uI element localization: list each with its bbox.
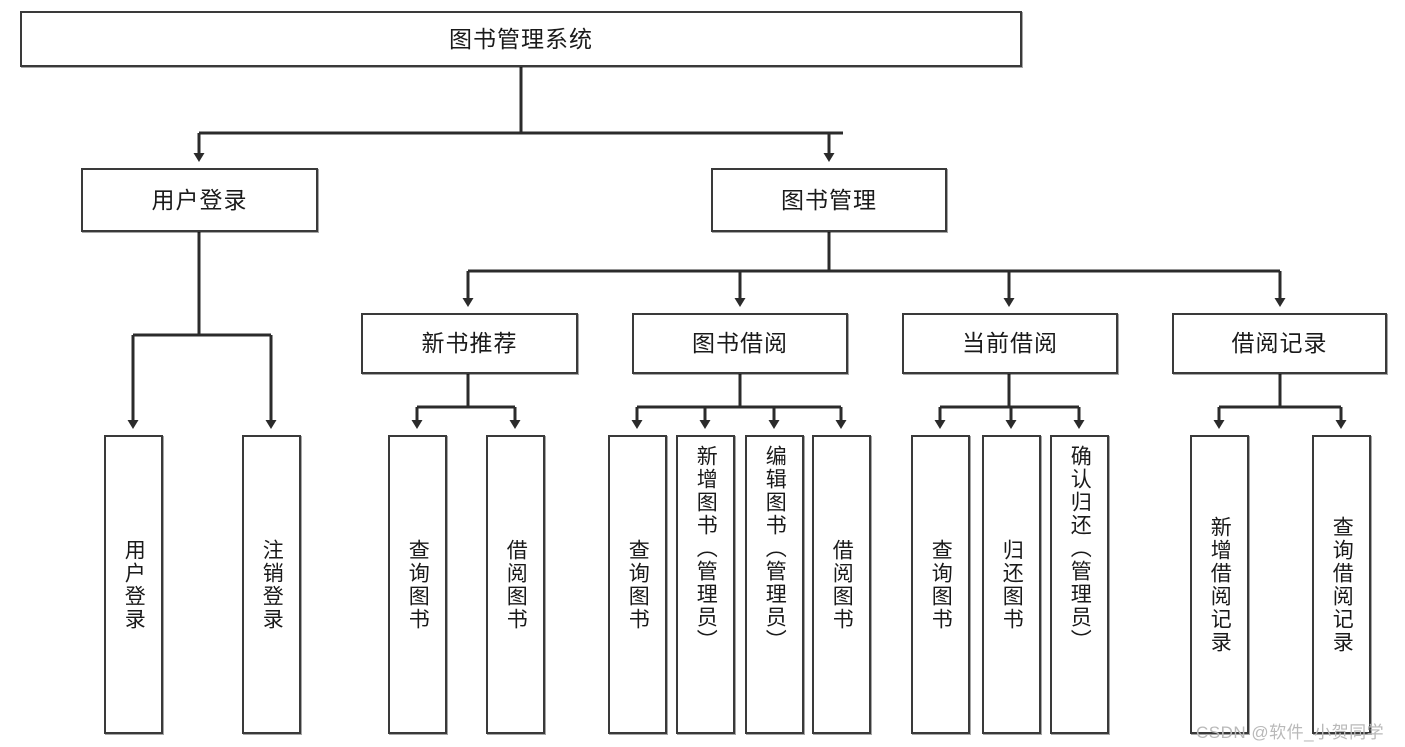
node-leaf-query-book-recommend[interactable]: 查询图书 (388, 435, 447, 734)
node-leaf-add-borrow-record-label: 新增借阅记录 (1208, 515, 1232, 654)
node-leaf-user-login[interactable]: 用户登录 (104, 435, 163, 734)
node-leaf-query-book-borrow[interactable]: 查询图书 (608, 435, 667, 734)
node-new-book-recommend[interactable]: 新书推荐 (361, 313, 578, 374)
node-leaf-edit-book-label: 编辑图书（管理员） (763, 445, 787, 652)
node-book-borrow[interactable]: 图书借阅 (632, 313, 848, 374)
node-root[interactable]: 图书管理系统 (20, 11, 1022, 67)
node-leaf-add-book[interactable]: 新增图书（管理员） (676, 435, 735, 734)
node-leaf-borrow-book[interactable]: 借阅图书 (812, 435, 871, 734)
node-leaf-add-book-label: 新增图书（管理员） (694, 445, 718, 652)
node-current-borrow-label: 当前借阅 (962, 330, 1058, 357)
node-leaf-edit-book[interactable]: 编辑图书（管理员） (745, 435, 804, 734)
node-leaf-borrow-book-label: 借阅图书 (830, 538, 854, 631)
node-leaf-query-book-borrow-label: 查询图书 (626, 538, 650, 631)
node-user-login[interactable]: 用户登录 (81, 168, 318, 232)
node-leaf-borrow-book-recommend-label: 借阅图书 (504, 538, 528, 631)
node-leaf-return-book-label: 归还图书 (1000, 538, 1024, 631)
node-leaf-add-borrow-record[interactable]: 新增借阅记录 (1190, 435, 1249, 734)
node-leaf-confirm-return[interactable]: 确认归还（管理员） (1050, 435, 1109, 734)
node-leaf-query-book-recommend-label: 查询图书 (406, 538, 430, 631)
node-leaf-user-login-label: 用户登录 (122, 538, 146, 631)
node-leaf-query-book-current[interactable]: 查询图书 (911, 435, 970, 734)
node-leaf-borrow-book-recommend[interactable]: 借阅图书 (486, 435, 545, 734)
node-leaf-logout-login-label: 注销登录 (260, 538, 284, 631)
node-leaf-query-borrow-record[interactable]: 查询借阅记录 (1312, 435, 1371, 734)
node-leaf-return-book[interactable]: 归还图书 (982, 435, 1041, 734)
node-book-management[interactable]: 图书管理 (711, 168, 947, 232)
node-book-borrow-label: 图书借阅 (692, 330, 788, 357)
node-user-login-label: 用户登录 (151, 186, 248, 213)
node-leaf-query-borrow-record-label: 查询借阅记录 (1330, 515, 1354, 654)
node-new-book-recommend-label: 新书推荐 (421, 330, 518, 357)
node-borrow-record[interactable]: 借阅记录 (1172, 313, 1387, 374)
node-leaf-confirm-return-label: 确认归还（管理员） (1068, 445, 1092, 652)
node-root-label: 图书管理系统 (449, 25, 593, 52)
node-current-borrow[interactable]: 当前借阅 (902, 313, 1118, 374)
csdn-watermark: CSDN @软件_小贺同学 (1196, 723, 1385, 742)
node-borrow-record-label: 借阅记录 (1231, 330, 1328, 357)
node-leaf-logout-login[interactable]: 注销登录 (242, 435, 301, 734)
node-book-management-label: 图书管理 (781, 186, 877, 213)
node-leaf-query-book-current-label: 查询图书 (929, 538, 953, 631)
